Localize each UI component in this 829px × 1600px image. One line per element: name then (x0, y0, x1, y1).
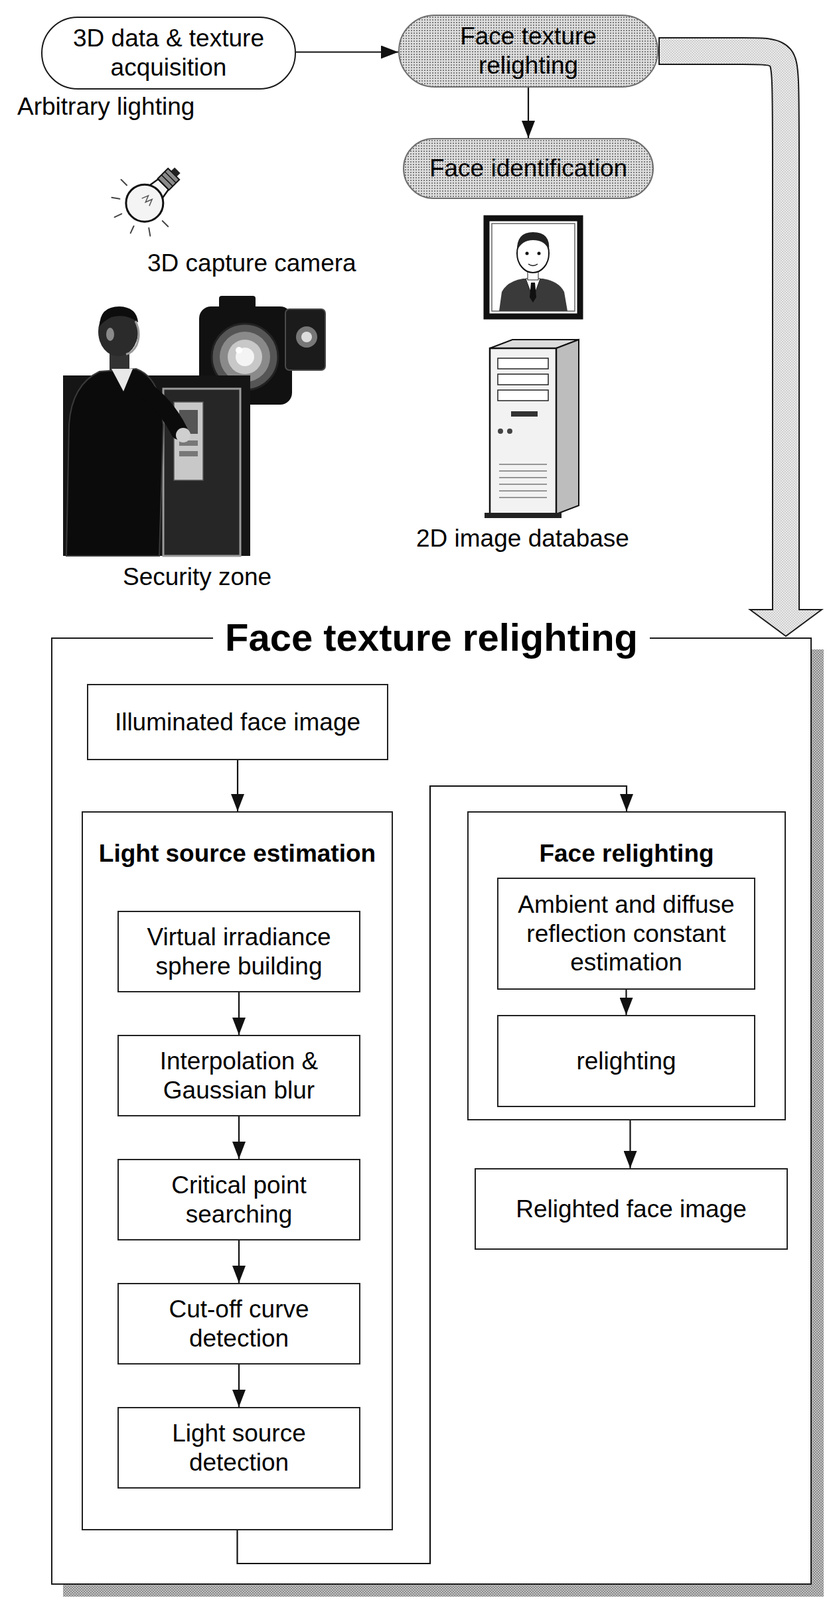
light-bulb (98, 146, 201, 249)
server-tower (484, 339, 579, 519)
panel-shadow (63, 649, 824, 1598)
box-label: Critical point searching (132, 1171, 346, 1230)
box-label: Illuminated face image (114, 708, 361, 738)
label-slot: Security zone (122, 562, 272, 593)
box-label: Interpolation & Gaussian blur (132, 1047, 346, 1106)
flow-arrow (528, 87, 529, 139)
connector-line (625, 990, 627, 1016)
box-label: Virtual irradiance sphere building (132, 923, 346, 981)
panel-title: Face texture relighting (213, 614, 650, 662)
stage-pill: 3D data & texture acquisition (41, 16, 297, 90)
group-heading: Face relighting (473, 839, 780, 869)
flow-arrow (238, 1241, 240, 1284)
process-box: relighting (497, 1015, 756, 1108)
connector-line (527, 87, 529, 139)
process-box: Relighted face image (474, 1168, 788, 1251)
flow-arrow (238, 1117, 240, 1160)
group-heading: Light source estimation (88, 839, 387, 869)
flow-arrow (237, 760, 239, 812)
hollow-arrow-head (750, 609, 822, 637)
illustration-label: Security zone (122, 562, 272, 593)
connector-line (238, 1365, 240, 1408)
pill-label: Face identification (429, 153, 628, 184)
process-box: Illuminated face image (86, 684, 389, 761)
stage-pill: Face identification (402, 138, 654, 200)
connector-line (629, 1121, 631, 1169)
illustration-label: 3D capture camera (147, 248, 357, 279)
label-slot: Arbitrary lighting (17, 92, 195, 122)
pill-label: 3D data & texture acquisition (66, 23, 271, 82)
stage-pill: Face texture relighting (398, 14, 659, 88)
hollow-arrow (658, 51, 822, 637)
box-label: Cut-off curve detection (132, 1295, 346, 1354)
box-label: Ambient and diffuse reflection constant … (511, 890, 741, 978)
connector-line (236, 760, 239, 812)
hollow-arrow-outline (658, 51, 786, 610)
flow-arrow (238, 992, 240, 1036)
flow-arrow (296, 51, 399, 53)
process-box: Interpolation & Gaussian blur (117, 1035, 361, 1118)
flow-arrow (238, 1365, 240, 1408)
box-label: relighting (576, 1047, 676, 1077)
process-box: Cut-off curve detection (117, 1283, 361, 1366)
portrait-photo (486, 218, 581, 317)
connector-line (238, 1117, 240, 1160)
group-box: Light source estimationVirtual irradianc… (81, 811, 393, 1532)
process-box: Light source detection (117, 1407, 361, 1490)
section-panel: Face texture relightingIlluminated face … (51, 637, 812, 1586)
flow-arrow (629, 1121, 631, 1169)
flow-arrow (625, 990, 627, 1016)
pill-label: Face texture relighting (423, 21, 634, 80)
connector-line (238, 992, 240, 1036)
label-slot: 3D capture camera (147, 248, 357, 279)
box-label: Relighted face image (515, 1195, 747, 1225)
connector-line (296, 51, 399, 53)
process-box: Critical point searching (117, 1159, 361, 1242)
security-zone-illustration (63, 306, 251, 557)
hollow-arrow-band (659, 51, 786, 612)
box-label: Light source detection (132, 1419, 346, 1478)
label-slot: 2D image database (416, 524, 630, 554)
illustration-label: Arbitrary lighting (17, 92, 195, 122)
process-box: Ambient and diffuse reflection constant … (497, 878, 756, 991)
group-box: Face relightingAmbient and diffuse refle… (467, 811, 786, 1122)
process-box: Virtual irradiance sphere building (117, 911, 361, 993)
connector-line (238, 1241, 240, 1284)
illustration-label: 2D image database (416, 524, 630, 554)
